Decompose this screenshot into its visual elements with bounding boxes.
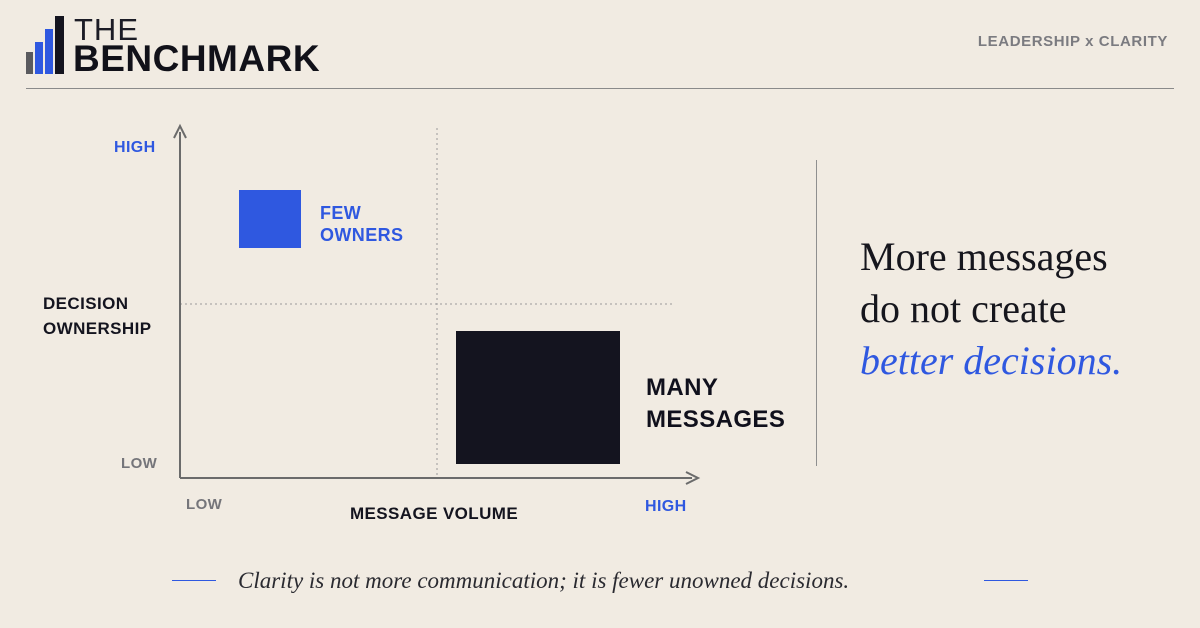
column-divider [816,160,817,466]
y-axis-high-label: HIGH [114,139,156,156]
brand-the: THE [74,12,139,47]
x-axis-high-label: HIGH [645,498,687,515]
footnote: Clarity is not more communication; it is… [238,568,850,593]
y-axis-title-line1: DECISION [43,294,129,313]
footnote-rule-left [172,580,216,581]
y-axis-title-line2: OWNERSHIP [43,319,152,338]
few-owners-line2: OWNERS [320,225,404,245]
footnote-rule-right [984,580,1028,581]
many-messages-marker [456,331,620,464]
y-axis-arrow [173,123,187,139]
tagline: LEADERSHIP x CLARITY [977,33,1168,50]
few-owners-marker [239,190,301,248]
headline-emphasis: better decisions. [860,338,1123,383]
y-axis-title: DECISION OWNERSHIP [43,291,151,341]
many-messages-line2: MESSAGES [646,406,786,433]
headline-line1: More messages [860,234,1108,279]
y-axis-low-label: LOW [121,455,158,472]
quadrant-diagram [173,123,701,485]
headline-line2: do not create [860,286,1067,331]
x-axis-title: MESSAGE VOLUME [350,504,519,523]
headline: More messages do not create better decis… [860,231,1122,387]
brand-name: BENCHMARK [73,38,321,79]
x-axis-low-label: LOW [186,496,223,513]
few-owners-line1: FEW [320,203,362,223]
bar-chart-logo-icon [26,16,64,74]
x-axis-arrow [685,471,701,485]
header-divider [26,88,1174,89]
few-owners-label: FEW OWNERS [320,202,403,246]
many-messages-line1: MANY [646,374,719,401]
many-messages-label: MANY MESSAGES [646,372,785,436]
